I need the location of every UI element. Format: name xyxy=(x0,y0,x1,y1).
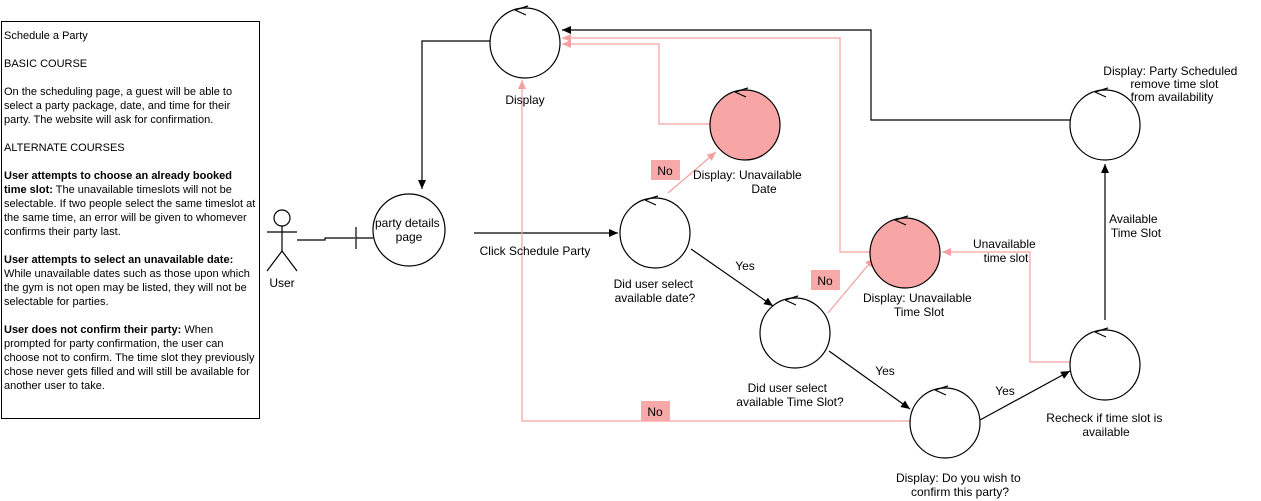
no-slot-badge-text: No xyxy=(817,274,833,288)
no-confirm-badge-text: No xyxy=(647,405,663,419)
edge-date-no xyxy=(667,151,717,194)
party-details-label-line-2: page xyxy=(396,230,423,244)
yes-date-label: Yes xyxy=(735,259,755,273)
scheduled-label: Display: Party Scheduled remove time slo… xyxy=(1103,64,1240,104)
unavailable-date-label-line-1: Display: Unavailable xyxy=(693,168,802,182)
alternate-course-2: User attempts to select an unavailable d… xyxy=(4,253,257,309)
no-confirm-badge: No xyxy=(641,401,670,421)
did-date-label-line-1: Did user select xyxy=(614,277,694,291)
did-slot-label: Did user select available Time Slot? xyxy=(736,381,844,409)
unavailable-date-control-icon xyxy=(709,87,781,161)
alternate-course-3: User does not confirm their party: When … xyxy=(4,323,257,393)
alternate-course-1: User attempts to choose an already booke… xyxy=(4,169,257,239)
did-slot-label-line-1: Did user select xyxy=(748,381,828,395)
no-slot-badge: No xyxy=(811,270,840,290)
confirm-label-line-2: confirm this party? xyxy=(911,485,1009,499)
click-schedule-label: Click Schedule Party xyxy=(480,244,591,258)
unavailable-slot-label-line-2: Time Slot xyxy=(894,305,945,319)
user-label: User xyxy=(269,276,294,290)
alternate-course-2-title: User attempts to select an unavailable d… xyxy=(4,254,234,266)
alternate-course-1-text: The unavailable timeslots will not be se… xyxy=(4,184,256,238)
recheck-control-icon xyxy=(1069,327,1141,401)
user-actor-icon xyxy=(266,209,298,272)
no-date-badge: No xyxy=(651,160,680,180)
party-details-label: party details page xyxy=(375,216,443,244)
edge-slot-to-confirm xyxy=(828,350,911,410)
unavailable-date-label: Display: Unavailable Date xyxy=(693,168,805,196)
edge-slot-no xyxy=(827,257,875,314)
edge-confirm-to-recheck xyxy=(979,370,1071,421)
recheck-label-line-2: available xyxy=(1082,425,1130,439)
alternate-course-2-text: While unavailable dates such as those up… xyxy=(4,268,250,308)
edge-scheduled-to-display xyxy=(562,26,1070,121)
scheduled-control-icon xyxy=(1069,87,1141,161)
edge-display-to-party xyxy=(418,40,490,189)
recheck-label: Recheck if time slot is available xyxy=(1046,411,1165,439)
display-label: Display xyxy=(505,93,544,107)
display-control-icon xyxy=(489,5,561,79)
available-slot-edge-label: Available Time Slot xyxy=(1109,212,1162,240)
scheduled-label-line-1: Display: Party Scheduled xyxy=(1103,64,1237,78)
description-title: Schedule a Party xyxy=(4,30,88,42)
unavailable-slot-edge-label-line-1: Unavailable xyxy=(973,237,1036,251)
available-slot-edge-label-line-2: Time Slot xyxy=(1111,226,1162,240)
basic-course-heading: BASIC COURSE xyxy=(4,58,88,70)
yes-confirm-label: Yes xyxy=(995,384,1015,398)
yes-slot-label: Yes xyxy=(875,364,895,378)
party-details-boundary-icon xyxy=(355,193,446,267)
confirm-label: Display: Do you wish to confirm this par… xyxy=(896,471,1024,499)
edge-recheck-unavailable xyxy=(942,248,1072,363)
recheck-label-line-1: Recheck if time slot is xyxy=(1046,411,1162,425)
edge-unavail-date-to-display xyxy=(562,40,710,125)
edge-confirm-no xyxy=(518,80,910,422)
unavailable-slot-label: Display: Unavailable Time Slot xyxy=(863,291,975,319)
alternate-courses-heading: ALTERNATE COURSES xyxy=(4,142,125,154)
did-date-label-line-2: available date? xyxy=(615,291,696,305)
description-box: Schedule a Party BASIC COURSE On the sch… xyxy=(1,21,260,419)
edge-user-to-party xyxy=(297,237,355,241)
alternate-course-3-text: When prompted for party confirmation, th… xyxy=(4,324,255,392)
unavailable-date-label-line-2: Date xyxy=(751,182,777,196)
confirm-control-icon xyxy=(909,385,981,459)
confirm-label-line-1: Display: Do you wish to xyxy=(896,471,1021,485)
basic-course-text: On the scheduling page, a guest will be … xyxy=(4,86,233,126)
did-date-control-icon xyxy=(619,195,691,269)
unavailable-slot-edge-label-line-2: time slot xyxy=(984,251,1029,265)
available-slot-edge-label-line-1: Available xyxy=(1109,212,1158,226)
alternate-course-3-title: User does not confirm their party: xyxy=(4,324,182,336)
edge-unavail-slot-to-display xyxy=(562,34,870,253)
unavailable-slot-label-line-1: Display: Unavailable xyxy=(863,291,972,305)
unavailable-slot-edge-label: Unavailable time slot xyxy=(973,237,1039,265)
did-slot-control-icon xyxy=(759,295,831,369)
party-details-label-line-1: party details xyxy=(375,216,440,230)
alternate-course-1-title: User attempts to choose an already booke… xyxy=(4,170,233,196)
edge-date-to-slot xyxy=(690,248,774,307)
did-date-label: Did user select available date? xyxy=(614,277,697,305)
no-date-badge-text: No xyxy=(657,164,673,178)
scheduled-label-line-2: remove time slot xyxy=(1130,77,1219,91)
unavailable-slot-control-icon xyxy=(869,215,941,289)
scheduled-label-line-3: from availability xyxy=(1131,90,1214,104)
did-slot-label-line-2: available Time Slot? xyxy=(736,395,844,409)
